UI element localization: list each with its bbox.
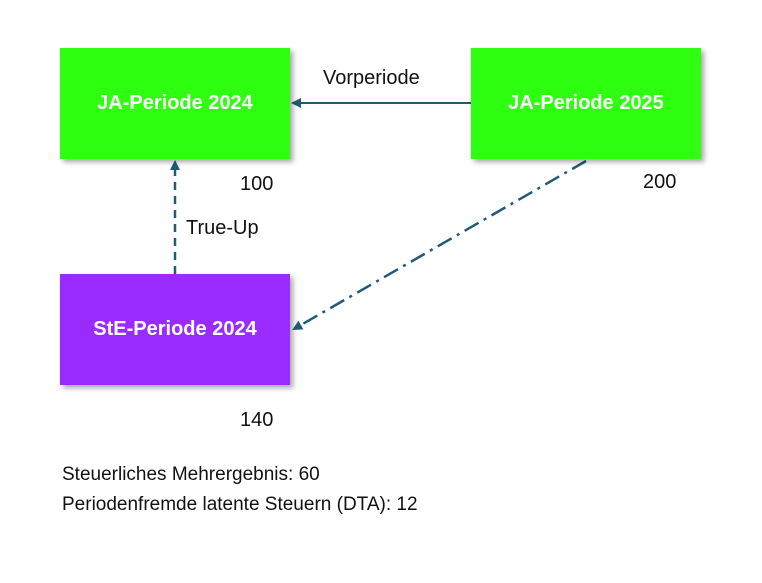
ja-periode-2025-box: JA-Periode 2025 — [471, 48, 701, 159]
true-up-label: True-Up — [186, 217, 259, 239]
arrow-ja2025-to-ste2024 — [292, 159, 587, 331]
ja-2025-value: 200 — [643, 171, 677, 193]
ja-periode-2025-label: JA-Periode 2025 — [508, 92, 664, 114]
note-latente-steuern: Periodenfremde latente Steuern (DTA): 12 — [62, 494, 418, 515]
ja-periode-2024-box: JA-Periode 2024 — [60, 48, 290, 159]
vorperiode-label: Vorperiode — [323, 67, 420, 89]
ste-2024-value: 140 — [240, 409, 274, 431]
ja-periode-2024-label: JA-Periode 2024 — [97, 92, 253, 114]
ja-2024-value: 100 — [240, 173, 274, 195]
note-mehrergebnis: Steuerliches Mehrergebnis: 60 — [62, 464, 320, 485]
ste-periode-2024-box: StE-Periode 2024 — [60, 274, 290, 385]
ste-periode-2024-label: StE-Periode 2024 — [93, 318, 257, 340]
